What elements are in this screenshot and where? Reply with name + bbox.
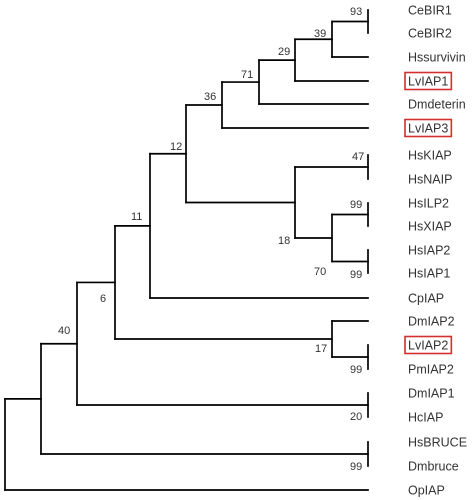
highlight-box-lviap3: [404, 118, 453, 138]
bootstrap-value-n12: 12: [170, 141, 182, 153]
leaf-label-hskiap: HsKIAP: [408, 149, 452, 163]
bootstrap-value-n99c: 99: [350, 364, 362, 376]
bootstrap-value-n99b: 99: [350, 269, 362, 281]
bootstrap-value-n47: 47: [352, 151, 364, 163]
bootstrap-value-n40: 40: [58, 325, 70, 337]
highlight-box-lviap2: [404, 335, 453, 355]
leaf-label-lviap1: LvIAP1: [408, 75, 448, 89]
leaf-label-pmiap2: PmIAP2: [408, 363, 454, 377]
bootstrap-value-n17: 17: [315, 343, 327, 355]
bootstrap-value-n70: 70: [314, 266, 326, 278]
leaf-label-cpiap: CpIAP: [408, 292, 444, 306]
leaf-label-dmdeterin: Dmdeterin: [408, 98, 466, 112]
bootstrap-value-n99a: 99: [350, 199, 362, 211]
leaf-label-dmiap2: DmIAP2: [408, 315, 455, 329]
leaf-label-cebir1: CeBIR1: [408, 4, 452, 18]
leaf-label-hciap: HcIAP: [408, 411, 443, 425]
bootstrap-value-n11: 11: [131, 211, 142, 223]
leaf-label-dmbruce: Dmbruce: [408, 460, 459, 474]
leaf-label-hsbruce: HsBRUCE: [408, 436, 467, 450]
leaf-label-hsiap1: HsIAP1: [408, 267, 450, 281]
bootstrap-value-n39: 39: [314, 28, 326, 40]
leaf-label-dmiap1: DmIAP1: [408, 387, 455, 401]
leaf-label-hsilp2: HsILP2: [408, 197, 449, 211]
leaf-label-hsxiap: HsXIAP: [408, 220, 452, 234]
bootstrap-value-n6: 6: [100, 293, 106, 305]
leaf-label-hsiap2: HsIAP2: [408, 244, 450, 258]
bootstrap-value-n93: 93: [350, 6, 362, 18]
highlight-box-lviap1: [404, 71, 453, 91]
bootstrap-value-n29: 29: [278, 46, 290, 58]
bootstrap-value-n99d: 99: [350, 461, 362, 473]
leaf-label-hssurvivin: Hssurvivin: [408, 51, 466, 65]
leaf-label-cebir2: CeBIR2: [408, 27, 452, 41]
bootstrap-value-n71: 71: [241, 69, 253, 81]
bootstrap-value-n36: 36: [204, 91, 216, 103]
leaf-label-opiap: OpIAP: [408, 484, 445, 498]
bootstrap-value-n18: 18: [278, 235, 290, 247]
leaf-label-lviap3: LvIAP3: [408, 122, 448, 136]
leaf-label-hsnaip: HsNAIP: [408, 173, 452, 187]
tree-branches: [4, 9, 369, 491]
leaf-label-lviap2: LvIAP2: [408, 339, 448, 353]
tree-labels: CeBIR1CeBIR2HssurvivinLvIAP1DmdeterinLvI…: [58, 4, 467, 498]
bootstrap-value-n20: 20: [350, 411, 362, 423]
